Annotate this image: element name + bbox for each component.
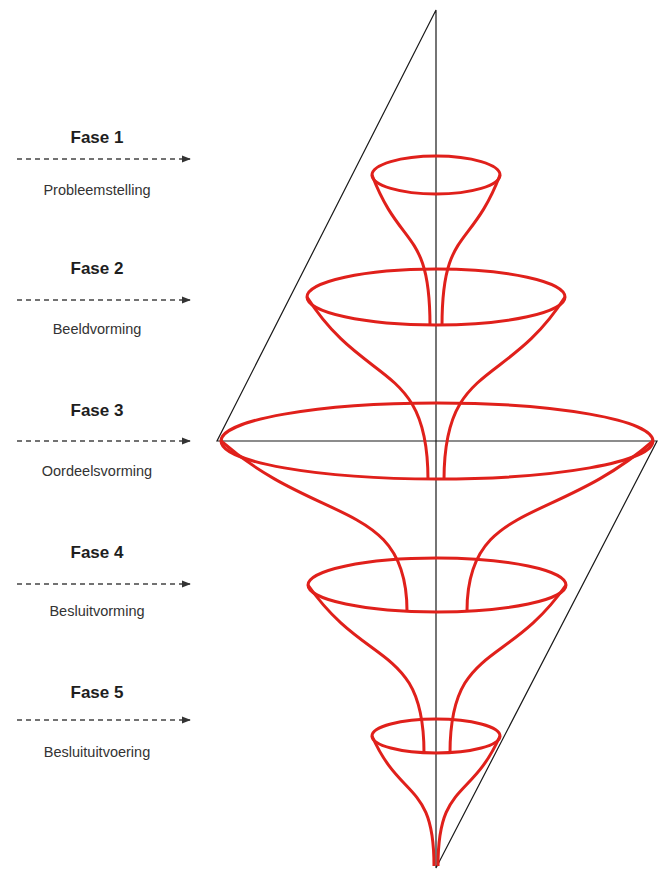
phase-number: Fase 2 <box>0 259 194 279</box>
dashed-arrow <box>17 583 190 584</box>
funnel-side <box>438 736 500 866</box>
phase-name: Besluitvorming <box>0 601 194 621</box>
funnel-side <box>307 297 428 480</box>
phase-name: Oordeelsvorming <box>0 461 194 481</box>
dashed-arrow <box>17 719 190 720</box>
phase-name: Probleemstelling <box>0 180 194 200</box>
phase-arrows <box>17 159 190 720</box>
phase-name: Besluituitvoering <box>0 742 194 762</box>
funnel-side <box>372 736 434 866</box>
funnel-rim <box>307 269 565 325</box>
phase-number: Fase 1 <box>0 128 194 148</box>
funnel-rim <box>308 558 566 612</box>
phase-number: Fase 3 <box>0 401 194 421</box>
funnels <box>221 156 653 866</box>
funnel-side <box>444 297 565 480</box>
dashed-arrow <box>17 440 190 441</box>
funnel-side <box>372 175 430 326</box>
dashed-arrow <box>17 158 190 159</box>
funnel-side <box>450 585 566 753</box>
funnel-rim <box>221 403 653 479</box>
diamond-outline <box>217 10 657 868</box>
funnel-side <box>442 175 500 326</box>
funnel-side <box>308 585 424 753</box>
dashed-arrow <box>17 299 190 300</box>
funnel-rim <box>372 719 500 753</box>
phase-name: Beeldvorming <box>0 319 194 339</box>
phase-number: Fase 4 <box>0 543 194 563</box>
funnel-side <box>221 441 407 611</box>
funnel-rim <box>372 156 500 194</box>
funnel-side <box>467 441 653 611</box>
phase-number: Fase 5 <box>0 683 194 703</box>
